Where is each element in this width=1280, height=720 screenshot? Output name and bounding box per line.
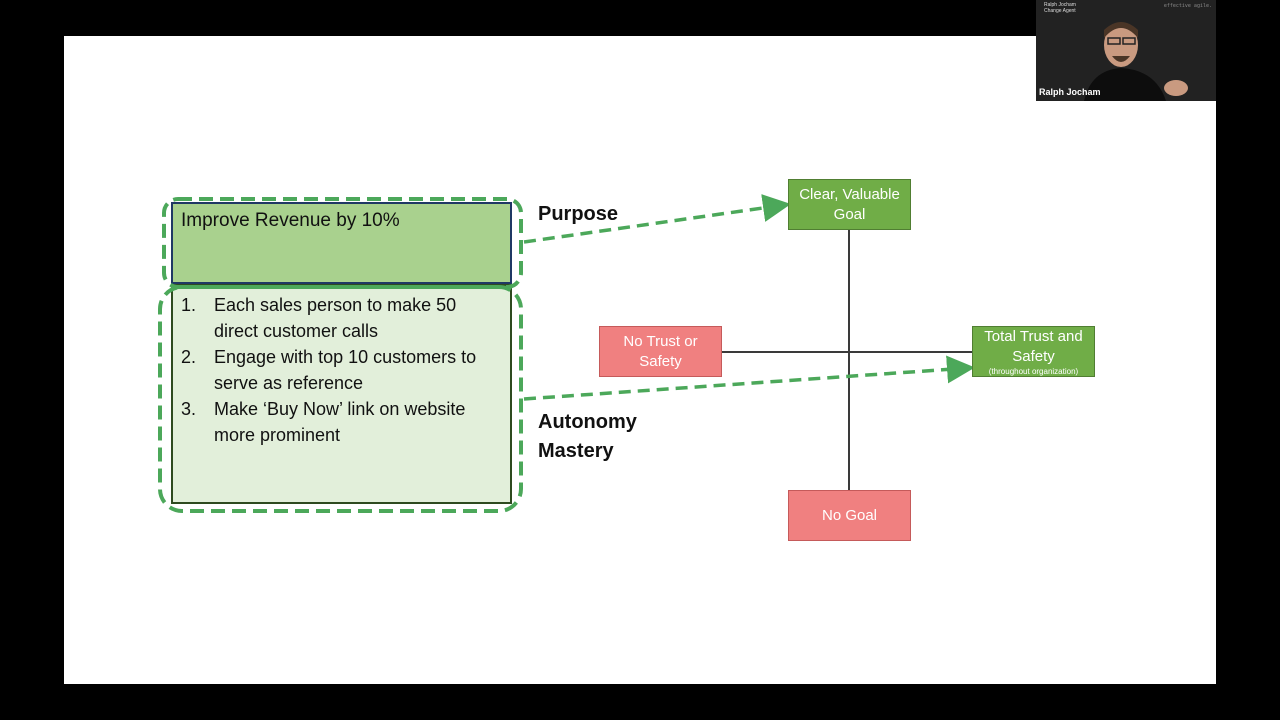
step-number: 1. bbox=[181, 295, 197, 315]
box-label-line: Goal bbox=[833, 205, 866, 223]
box-label-line: Safety bbox=[1012, 347, 1055, 365]
mastery-label: Mastery bbox=[538, 440, 614, 462]
goal-box: Improve Revenue by 10% bbox=[171, 202, 512, 284]
no-trust-box: No Trust or Safety bbox=[599, 326, 722, 377]
webcam-caption: Ralph Jocham Change Agent bbox=[1044, 2, 1076, 14]
box-label-line: Clear, Valuable bbox=[799, 185, 900, 203]
step-number: 3. bbox=[181, 399, 197, 419]
purpose-arrow bbox=[523, 194, 791, 244]
participant-name: Ralph Jocham bbox=[1039, 87, 1101, 97]
list-item: 3. Make ‘Buy Now’ link on website more p… bbox=[181, 396, 502, 448]
no-goal-box: No Goal bbox=[788, 490, 911, 541]
autonomy-arrow bbox=[523, 355, 975, 401]
steps-box: 1. Each sales person to make 50 direct c… bbox=[171, 284, 512, 504]
steps-list: 1. Each sales person to make 50 direct c… bbox=[173, 286, 510, 448]
step-number: 2. bbox=[181, 347, 197, 367]
goal-dashed-outline bbox=[162, 197, 523, 289]
webcam-watermark: effective agile. bbox=[1163, 3, 1212, 9]
box-note: (throughout organization) bbox=[988, 366, 1079, 376]
steps-dashed-outline bbox=[158, 285, 523, 513]
autonomy-label: Autonomy bbox=[538, 411, 637, 433]
step-text: Engage with top 10 customers to serve as… bbox=[214, 347, 477, 393]
webcam-caption-title: Change Agent bbox=[1044, 8, 1076, 14]
diagram-lines bbox=[158, 194, 975, 513]
step-text: Each sales person to make 50 direct cust… bbox=[214, 295, 457, 341]
speaker-video-icon bbox=[1036, 0, 1216, 101]
box-label-line: No Goal bbox=[821, 506, 878, 524]
list-item: 2. Engage with top 10 customers to serve… bbox=[181, 344, 502, 396]
list-item: 1. Each sales person to make 50 direct c… bbox=[181, 292, 502, 344]
box-label-line: No Trust or bbox=[623, 332, 698, 350]
purpose-label: Purpose bbox=[538, 203, 619, 225]
box-label-line: Total Trust and bbox=[984, 327, 1083, 345]
webcam-tile: Ralph Jocham Change Agent effective agil… bbox=[1036, 0, 1216, 101]
total-trust-box: Total Trust and Safety (throughout organ… bbox=[972, 326, 1095, 377]
box-label-line: Safety bbox=[639, 352, 682, 370]
step-text: Make ‘Buy Now’ link on website more prom… bbox=[214, 399, 466, 445]
clear-valuable-goal-box: Clear, Valuable Goal bbox=[788, 179, 911, 230]
webcam-caption-name: Ralph Jocham bbox=[1044, 2, 1076, 8]
presentation-slide: Improve Revenue by 10% 1. Each sales per… bbox=[64, 36, 1216, 684]
goal-text: Improve Revenue by 10% bbox=[181, 210, 400, 231]
